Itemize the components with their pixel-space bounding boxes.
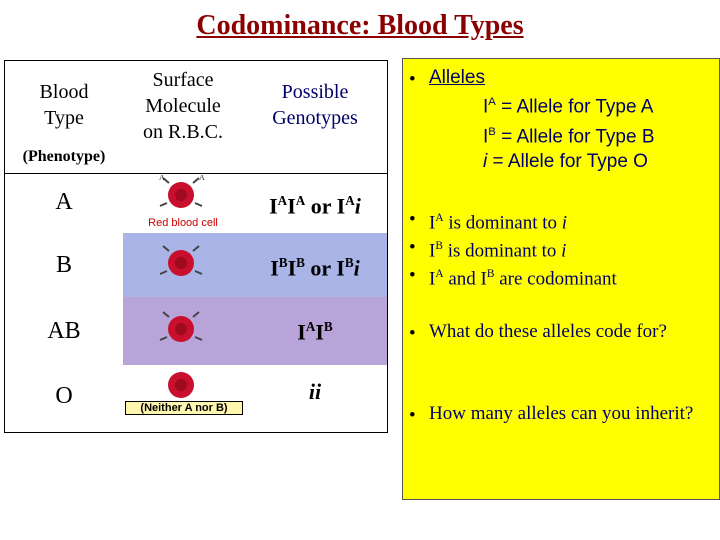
dominance-line: IA is dominant to i (429, 212, 568, 234)
header-divider (5, 173, 387, 174)
bullet: • (409, 265, 416, 286)
rbc-a-image: A A Red blood cell (123, 173, 243, 231)
bullet: • (409, 209, 416, 230)
rbc-b-image (123, 237, 243, 293)
header-possible-genotypes: Possible Genotypes (272, 81, 358, 129)
phenotype-a: A (55, 189, 73, 215)
svg-text:A: A (159, 175, 165, 182)
question-inherit: How many alleles can you inherit? (429, 403, 694, 424)
genotype-b: IBIB or IBi (270, 255, 360, 281)
header-surface-molecule: Surface Molecule on R.B.C. (142, 69, 224, 143)
allele-line: i = Allele for Type O (483, 151, 648, 172)
table-row: AB IAIB (5, 297, 387, 365)
table-row: A A A Red blood cell IAIA or IAi (5, 173, 387, 233)
svg-text:A: A (199, 175, 205, 182)
rbc-label: (Neither A nor B) (125, 401, 243, 415)
alleles-heading: Alleles (429, 67, 485, 88)
allele-line: IB = Allele for Type B (483, 126, 655, 148)
phenotype-b: B (5, 233, 123, 297)
bullet: • (409, 405, 416, 426)
phenotype-ab: AB (5, 297, 123, 365)
allele-line: IA = Allele for Type A (483, 96, 654, 118)
table-row: B IBIB or IBi (5, 233, 387, 297)
notes-panel: • Alleles IA = Allele for Type A IB = Al… (402, 58, 720, 500)
bullet: • (409, 323, 416, 344)
blood-type-table: Blood Type (Phenotype) Surface Molecule … (4, 60, 388, 433)
question-codes: What do these alleles code for? (429, 321, 667, 342)
bullet: • (409, 69, 416, 90)
red-blood-cell-icon: A A (159, 173, 205, 208)
genotype-a: IAIA or IAi (269, 193, 361, 219)
genotype-ab: IAIB (297, 319, 333, 345)
bullet: • (409, 237, 416, 258)
red-blood-cell-icon (168, 372, 194, 398)
rbc-ab-image (123, 303, 243, 359)
slide-title: Codominance: Blood Types (196, 10, 524, 41)
dominance-line: IA and IB are codominant (429, 268, 617, 290)
genotype-o: ii (308, 379, 322, 404)
red-blood-cell-icon (159, 245, 203, 276)
header-blood-type: Blood Type (39, 81, 89, 129)
header-phenotype: (Phenotype) (22, 148, 106, 165)
table-row: O (Neither A nor B) ii (5, 365, 387, 431)
rbc-o-image: (Neither A nor B) (123, 367, 243, 423)
phenotype-o: O (55, 383, 73, 409)
red-blood-cell-icon (159, 311, 203, 342)
rbc-label: Red blood cell (148, 217, 218, 229)
dominance-line: IB is dominant to i (429, 240, 567, 262)
